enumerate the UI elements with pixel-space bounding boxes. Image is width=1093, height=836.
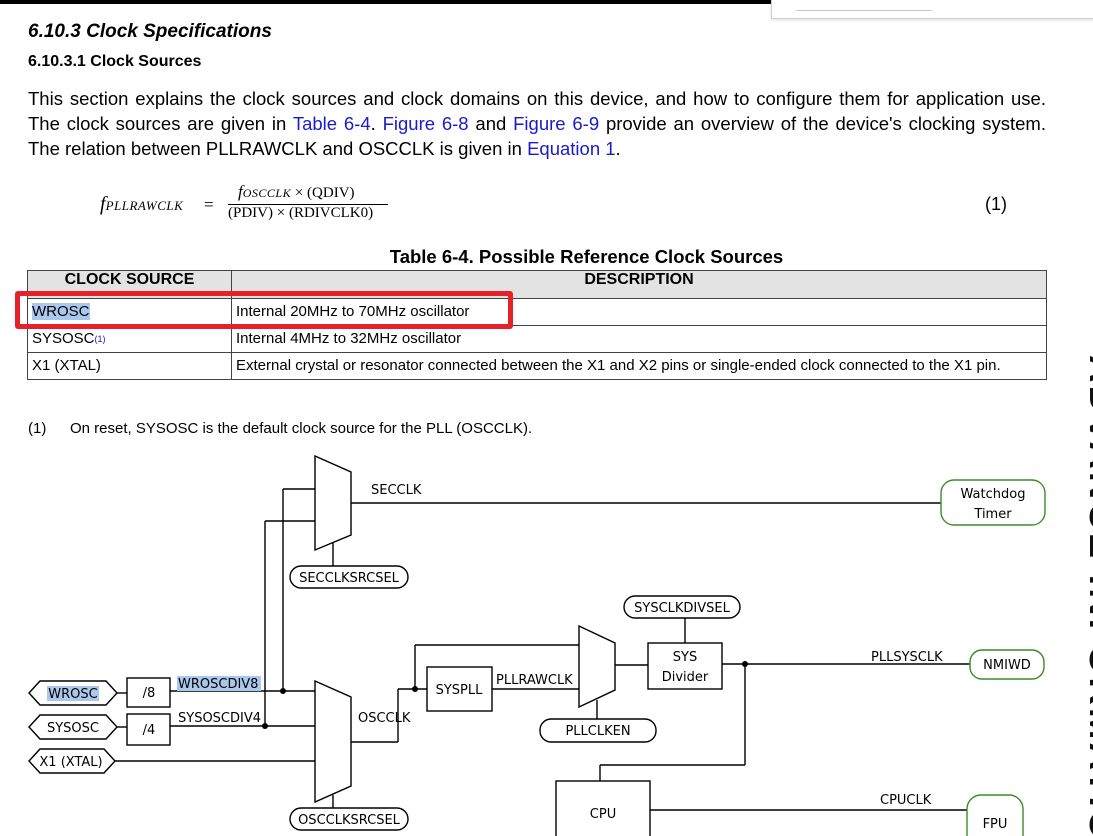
sysosc-input-label: SYSOSC bbox=[47, 721, 99, 736]
syspll-block bbox=[426, 666, 493, 712]
intro-paragraph: This section explains the clock sources … bbox=[28, 88, 1046, 159]
fpu-block bbox=[966, 794, 1024, 836]
footnote-link[interactable]: (1) bbox=[94, 334, 106, 344]
divide-by-8-block bbox=[126, 677, 171, 708]
wrosc-input-label: WROSC bbox=[48, 687, 97, 702]
cell-source: SYSOSC(1) bbox=[27, 325, 232, 353]
x1-input-label: X1 (XTAL) bbox=[39, 755, 102, 770]
pllclken-label: PLLCLKEN bbox=[565, 724, 630, 739]
cpu-block bbox=[555, 780, 651, 836]
fraction-bar bbox=[228, 204, 388, 205]
syspll-label: SYSPLL bbox=[436, 683, 484, 698]
sys-divider-label-line1: SYS bbox=[673, 650, 697, 665]
link-figure-6-9[interactable]: Figure 6-9 bbox=[513, 113, 600, 134]
table-footnote: (1)On reset, SYSOSC is the default clock… bbox=[28, 420, 533, 437]
popup-divider bbox=[796, 10, 932, 11]
wrosc-input-highlight bbox=[47, 686, 99, 701]
nmiwd-label: NMIWD bbox=[983, 658, 1031, 673]
secclk-mux bbox=[314, 454, 352, 552]
divide-by-8-label: /8 bbox=[143, 686, 156, 701]
secclk-label: SECCLK bbox=[371, 483, 422, 498]
wroscdiv8-highlight bbox=[177, 676, 261, 691]
section-heading: 6.10.3 Clock Specifications bbox=[28, 21, 272, 42]
cpuclk-label: CPUCLK bbox=[880, 793, 932, 808]
pllrawclk-label: PLLRAWCLK bbox=[496, 673, 573, 688]
wroscdiv8-label: WROSCDIV8 bbox=[178, 677, 258, 692]
highlight-annotation-box bbox=[15, 291, 513, 329]
watchdog-label-line2: Timer bbox=[973, 507, 1012, 522]
divide-by-4-block bbox=[126, 713, 171, 746]
pll-mux bbox=[578, 624, 616, 709]
cell-description: External crystal or resonator connected … bbox=[231, 352, 1047, 380]
subsection-heading: 6.10.3.1 Clock Sources bbox=[28, 53, 202, 70]
cell-source: X1 (XTAL) bbox=[27, 352, 232, 380]
table-caption: Table 6-4. Possible Reference Clock Sour… bbox=[389, 246, 784, 267]
advance-information-banner: ADVANCE INFORMATION bbox=[1083, 355, 1093, 835]
sys-divider-block bbox=[647, 642, 723, 690]
oscclk-label: OSCCLK bbox=[358, 711, 411, 726]
secclksrcsel-box bbox=[289, 565, 409, 589]
top-border bbox=[0, 0, 772, 4]
sysclkdivsel-box bbox=[623, 595, 741, 619]
equation-numerator: fOSCCLK × (QDIV) bbox=[238, 182, 355, 201]
selected-text[interactable]: WROSC bbox=[32, 303, 90, 320]
link-figure-6-8[interactable]: Figure 6-8 bbox=[382, 113, 469, 134]
cpu-label: CPU bbox=[590, 807, 616, 822]
equation-number: (1) bbox=[985, 194, 1007, 214]
watchdog-timer-block bbox=[940, 479, 1046, 526]
pllsysclk-label: PLLSYSCLK bbox=[871, 650, 943, 665]
link-equation-1[interactable]: Equation 1 bbox=[527, 138, 616, 159]
oscclksrcsel-box bbox=[289, 807, 409, 831]
equation-equals: = bbox=[204, 195, 214, 214]
oscclksrcsel-label: OSCCLKSRCSEL bbox=[298, 813, 401, 828]
clock-sources-table: CLOCK SOURCE DESCRIPTION WROSC Internal … bbox=[27, 270, 1047, 380]
equation-denominator: (PDIV) × (RDIVCLK0) bbox=[228, 205, 374, 221]
link-table-6-4[interactable]: Table 6-4 bbox=[292, 113, 371, 134]
pllclken-box bbox=[539, 718, 657, 743]
secclksrcsel-label: SECCLKSRCSEL bbox=[299, 571, 400, 586]
divide-by-4-label: /4 bbox=[143, 723, 156, 738]
oscclk-mux bbox=[314, 679, 352, 804]
fpu-label: FPU bbox=[983, 817, 1008, 832]
nmiwd-block bbox=[969, 649, 1045, 680]
sysoscdiv4-label: SYSOSCDIV4 bbox=[178, 711, 261, 726]
table-row: X1 (XTAL) External crystal or resonator … bbox=[27, 352, 1047, 380]
watchdog-label-line1: Watchdog bbox=[961, 487, 1026, 502]
floating-popup[interactable] bbox=[771, 0, 1093, 19]
sysclkdivsel-label: SYSCLKDIVSEL bbox=[634, 601, 730, 616]
equation-lhs: fPLLRAWCLK bbox=[100, 193, 184, 215]
sys-divider-label-line2: Divider bbox=[662, 670, 709, 685]
